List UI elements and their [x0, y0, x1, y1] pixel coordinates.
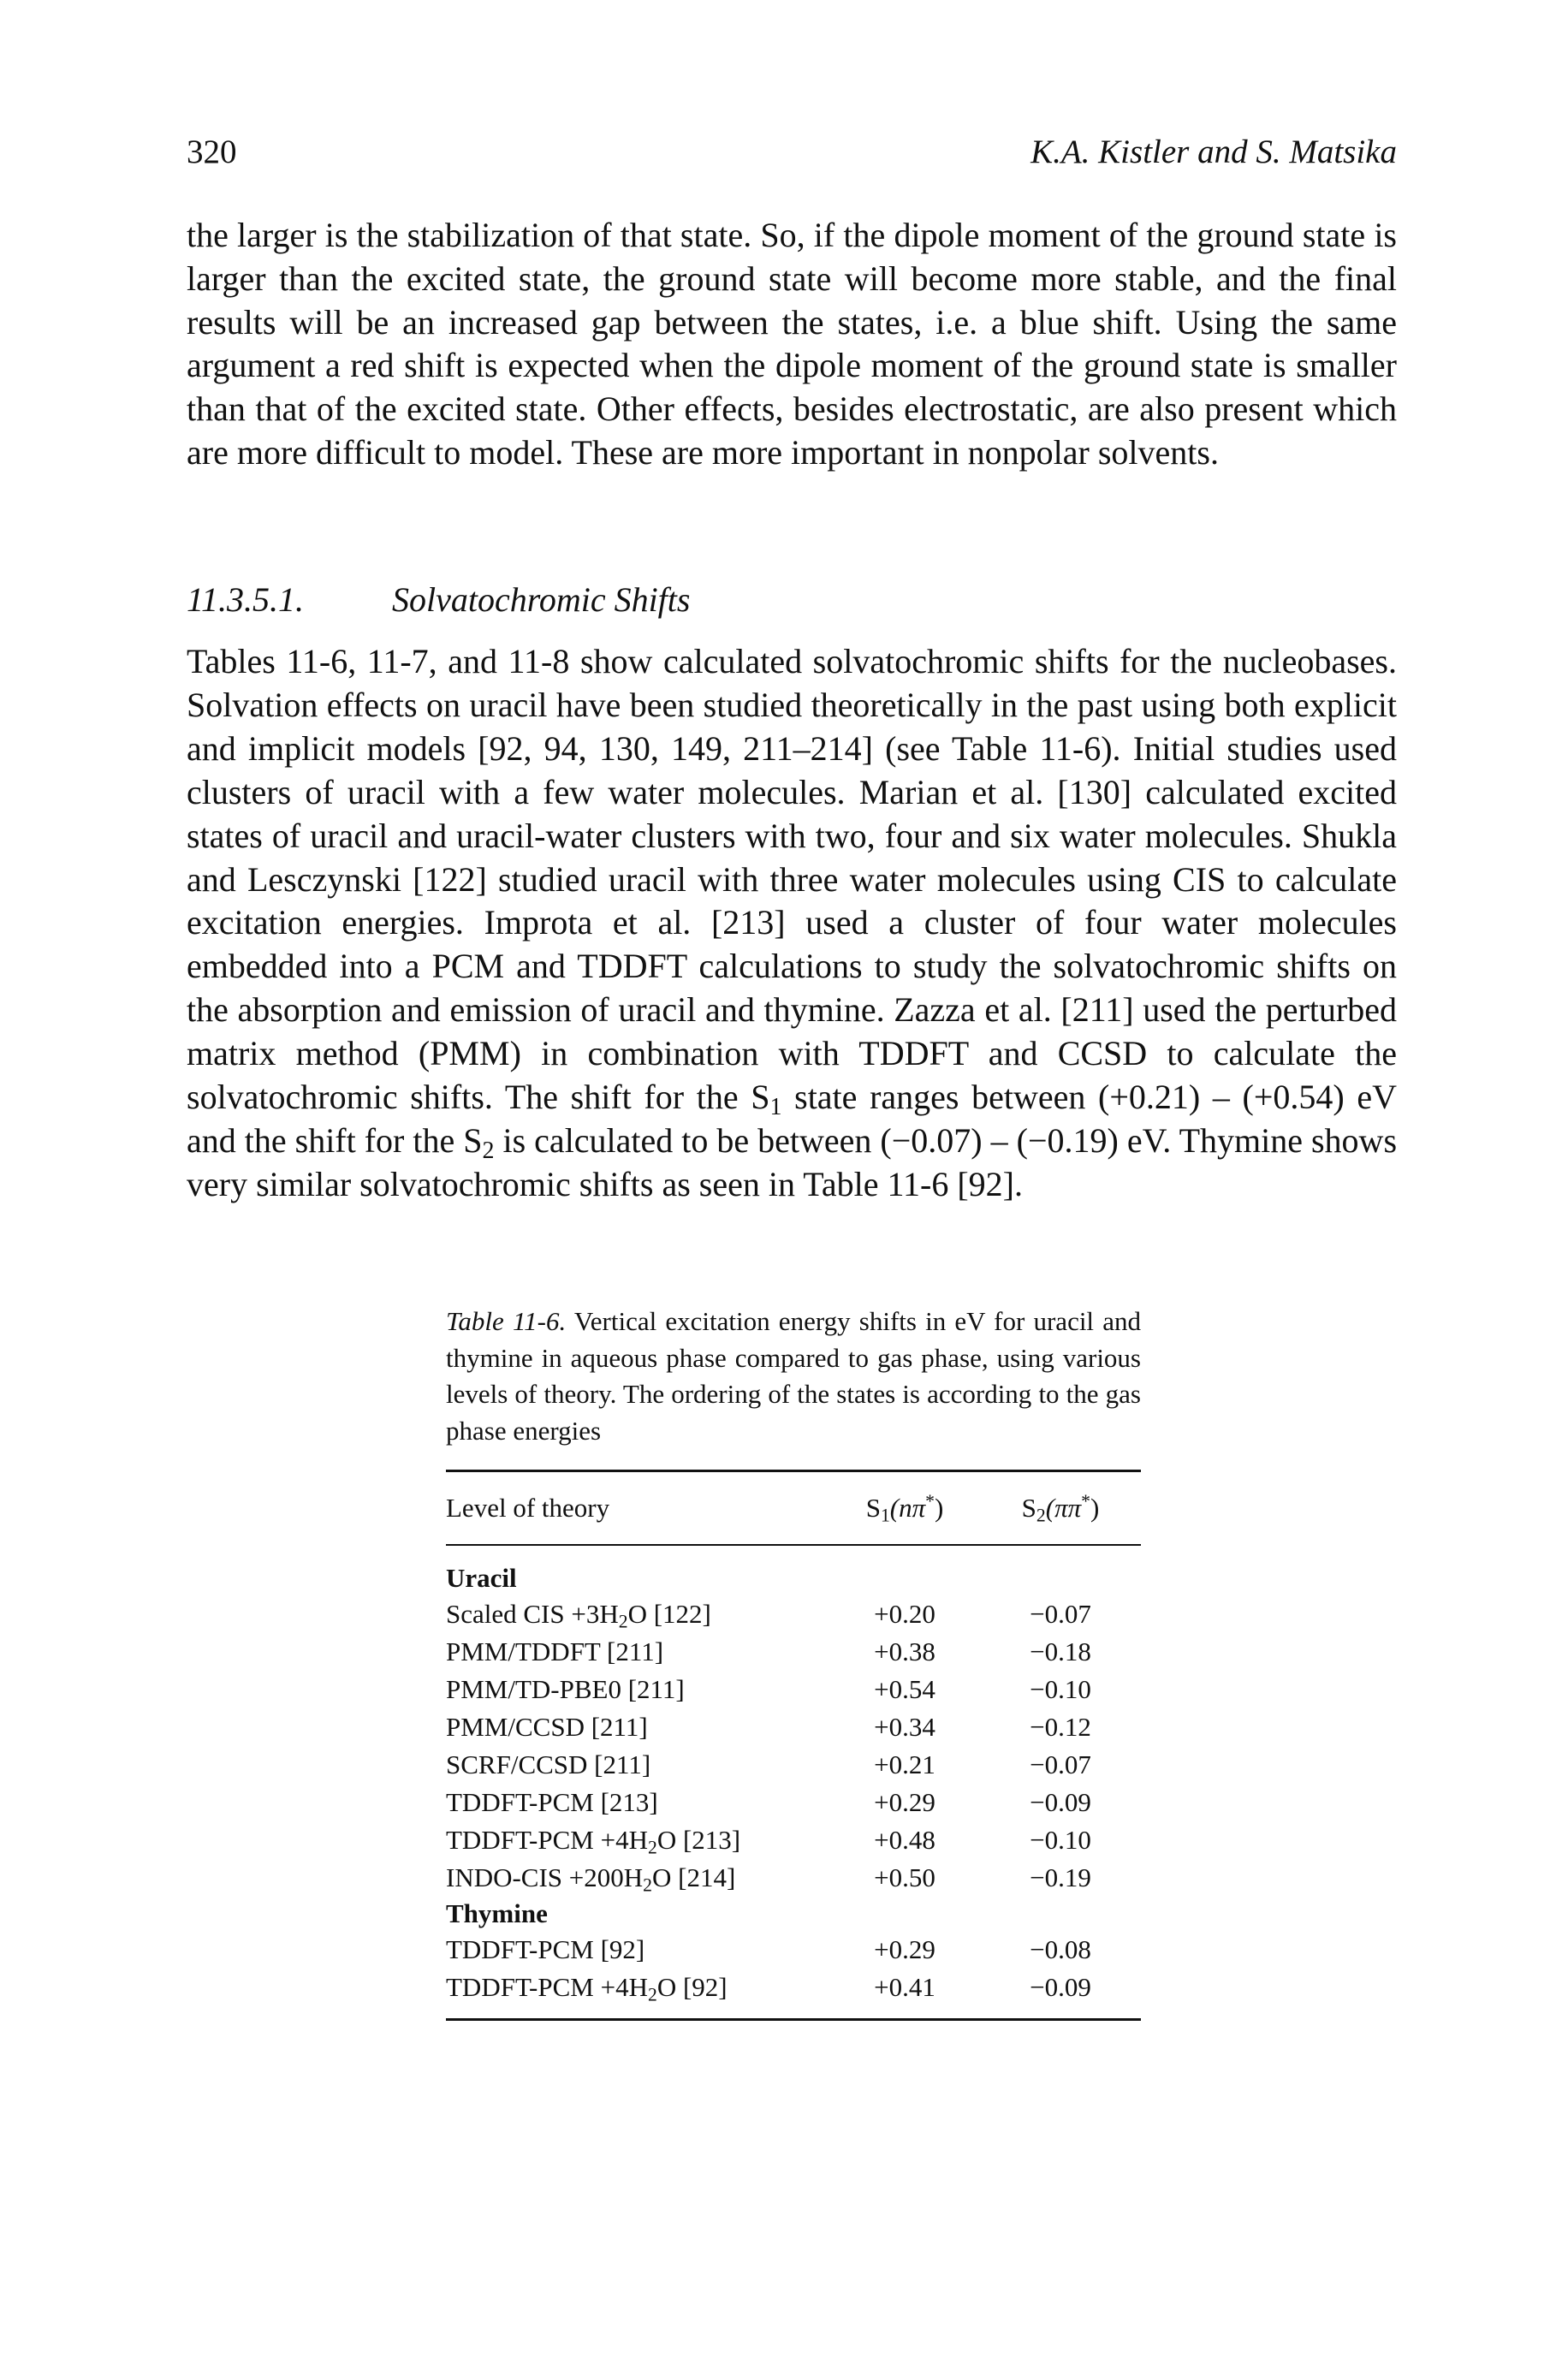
group-label: Uracil — [446, 1563, 517, 1593]
cell-level: PMM/TDDFT [211] — [446, 1636, 664, 1666]
cell-level: INDO-CIS +200H2O [214] — [446, 1862, 736, 1896]
caption-label: Table 11-6. — [446, 1306, 567, 1336]
caption-text: Vertical excitation energy shifts in eV … — [446, 1306, 1141, 1446]
table-top-rule — [446, 1470, 1141, 1472]
table-row: TDDFT-PCM [213] +0.29 −0.09 — [446, 1784, 1141, 1821]
table-row: INDO-CIS +200H2O [214] +0.50 −0.19 — [446, 1859, 1141, 1897]
cell-level: TDDFT-PCM [92] — [446, 1934, 645, 1964]
cell-level: TDDFT-PCM +4H2O [213] — [446, 1825, 741, 1858]
subscript: 1 — [769, 1094, 782, 1121]
col-header-s2: S2(ππ*) — [1021, 1491, 1100, 1526]
table-caption: Table 11-6. Vertical excitation energy s… — [446, 1304, 1141, 1449]
group-row-thymine: Thymine — [446, 1897, 1141, 1931]
cell-s1: +0.20 — [874, 1599, 935, 1629]
cell-s1: +0.29 — [874, 1934, 935, 1964]
cell-s2: −0.12 — [1030, 1712, 1091, 1742]
cell-s2: −0.08 — [1030, 1934, 1091, 1964]
cell-level: PMM/TD-PBE0 [211] — [446, 1674, 685, 1704]
paragraph-segment: state ranges between (+0.21) – (+0.54) e… — [187, 1078, 1397, 1160]
cell-s2: −0.10 — [1030, 1825, 1091, 1855]
running-head: K.A. Kistler and S. Matsika — [1030, 134, 1397, 170]
subscript: 2 — [482, 1137, 495, 1164]
cell-s1: +0.29 — [874, 1787, 935, 1817]
cell-s2: −0.19 — [1030, 1862, 1091, 1892]
table-header-row: Level of theory S1(nπ*) S2(ππ*) — [446, 1472, 1141, 1544]
data-table: Level of theory S1(nπ*) S2(ππ*) — [446, 1472, 1141, 1544]
col-header-s1: S1(nπ*) — [865, 1491, 944, 1526]
cell-s1: +0.48 — [874, 1825, 935, 1855]
table-row: SCRF/CCSD [211] +0.21 −0.07 — [446, 1746, 1141, 1784]
body-paragraph-1: the larger is the stabilization of that … — [187, 214, 1397, 475]
cell-s1: +0.38 — [874, 1636, 935, 1666]
cell-level: TDDFT-PCM [213] — [446, 1787, 658, 1817]
paragraph-segment: Tables 11-6, 11-7, and 11-8 show calcula… — [187, 642, 1397, 1117]
table-row: TDDFT-PCM +4H2O [92] +0.41 −0.09 — [446, 1969, 1141, 2006]
cell-s1: +0.34 — [874, 1712, 935, 1742]
cell-level: Scaled CIS +3H2O [122] — [446, 1599, 711, 1632]
paragraph-text: the larger is the stabilization of that … — [187, 216, 1397, 472]
table-bottom-rule — [446, 2018, 1141, 2021]
cell-s1: +0.21 — [874, 1749, 935, 1779]
section-title: Solvatochromic Shifts — [392, 580, 691, 619]
cell-s2: −0.18 — [1030, 1636, 1091, 1666]
cell-s1: +0.50 — [874, 1862, 935, 1892]
paragraph-text: Tables 11-6, 11-7, and 11-8 show calcula… — [187, 640, 1397, 1207]
cell-level: PMM/CCSD [211] — [446, 1712, 648, 1742]
table-row: TDDFT-PCM [92] +0.29 −0.08 — [446, 1931, 1141, 1969]
section-number: 11.3.5.1. — [187, 580, 305, 619]
cell-s2: −0.09 — [1030, 1972, 1091, 2002]
paragraph-segment: is calculated to be between (−0.07) – (−… — [187, 1120, 1398, 1203]
table-header-rule — [446, 1544, 1141, 1546]
table-row: PMM/TDDFT [211] +0.38 −0.18 — [446, 1633, 1141, 1671]
cell-level: TDDFT-PCM +4H2O [92] — [446, 1972, 728, 2005]
cell-s2: −0.10 — [1030, 1674, 1091, 1704]
group-label: Thymine — [446, 1898, 548, 1928]
cell-s1: +0.41 — [874, 1972, 935, 2002]
group-row-uracil: Uracil — [446, 1561, 1141, 1595]
table-row: Scaled CIS +3H2O [122] +0.20 −0.07 — [446, 1595, 1141, 1633]
cell-level: SCRF/CCSD [211] — [446, 1749, 651, 1779]
cell-s2: −0.07 — [1030, 1749, 1091, 1779]
cell-s2: −0.09 — [1030, 1787, 1091, 1817]
section-heading: 11.3.5.1. Solvatochromic Shifts — [187, 579, 1397, 621]
cell-s2: −0.07 — [1030, 1599, 1091, 1629]
table-11-6: Table 11-6. Vertical excitation energy s… — [446, 1304, 1141, 2021]
table-row: TDDFT-PCM +4H2O [213] +0.48 −0.10 — [446, 1821, 1141, 1859]
body-paragraph-2: Tables 11-6, 11-7, and 11-8 show calcula… — [187, 640, 1397, 1207]
table-row: PMM/CCSD [211] +0.34 −0.12 — [446, 1708, 1141, 1746]
col-header-level: Level of theory — [446, 1493, 610, 1523]
page-header: 320 K.A. Kistler and S. Matsika — [187, 127, 1397, 178]
table-row: PMM/TD-PBE0 [211] +0.54 −0.10 — [446, 1671, 1141, 1708]
cell-s1: +0.54 — [874, 1674, 935, 1704]
page-number: 320 — [187, 134, 237, 170]
